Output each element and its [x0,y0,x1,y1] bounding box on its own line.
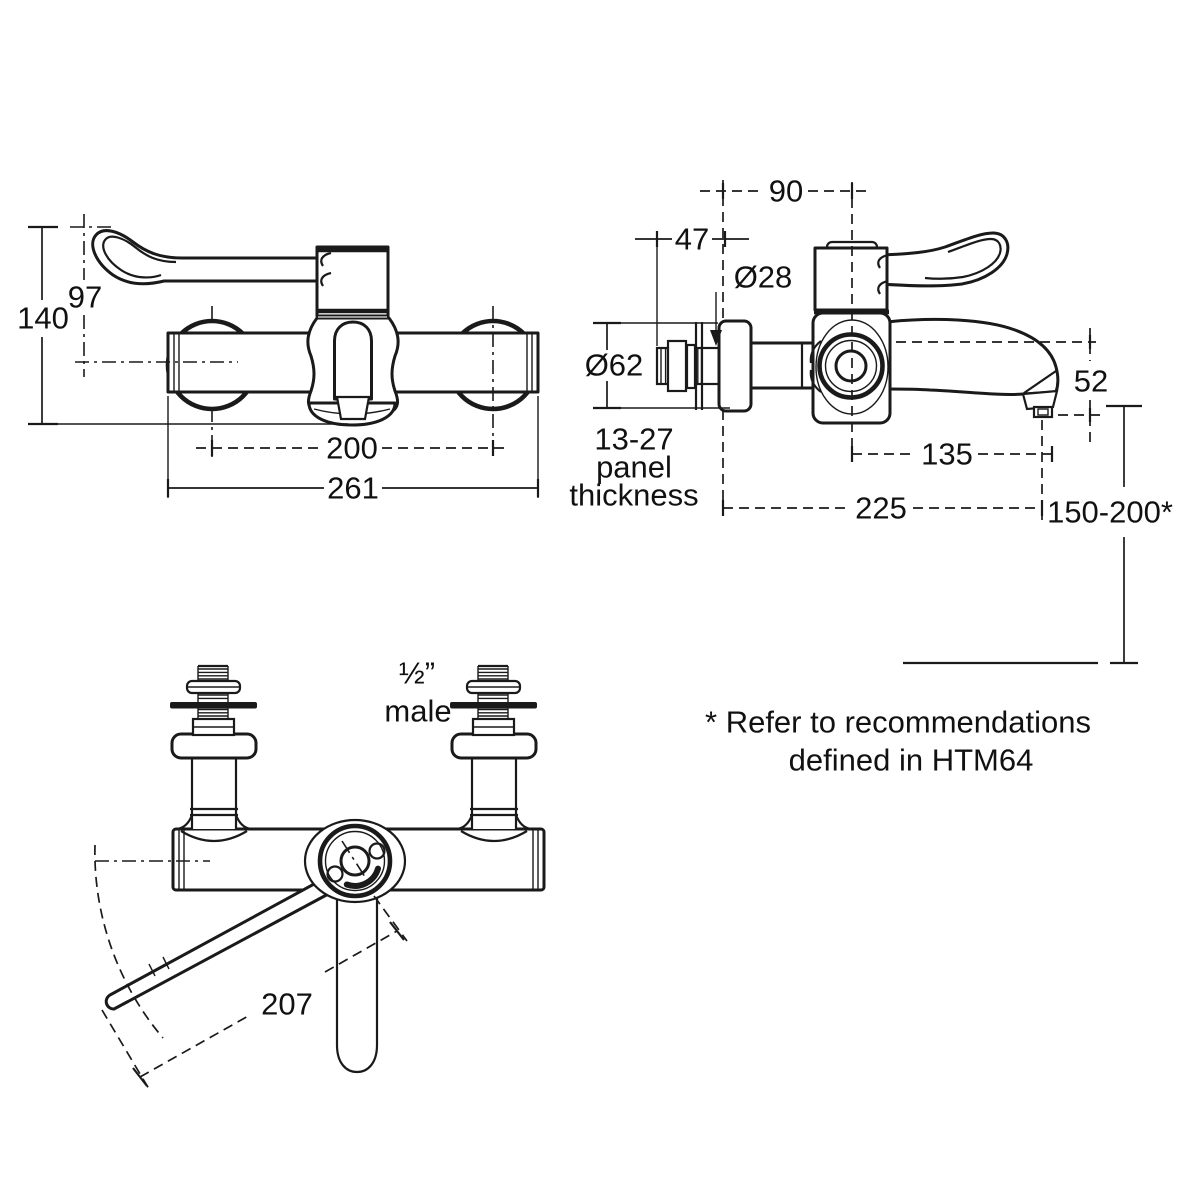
front-lever-handle [91,229,332,286]
dim-207-label: 207 [261,987,313,1022]
footnote: * Refer to recommendations defined in HT… [705,705,1091,778]
dim-200-label: 200 [326,431,378,466]
footnote-line1: * Refer to recommendations [705,705,1091,740]
connection-type-label: male [384,694,451,729]
panel-note-line1: 13-27 [594,422,673,457]
side-view: 90 47 Ø28 Ø62 52 135 225 150-200 [569,174,1173,665]
dim-47-label: 47 [675,222,709,257]
connection-size-label: ½” [399,656,435,691]
plan-inlet-left [168,664,259,843]
side-valve-body [809,240,892,425]
front-spout-assembly [306,316,400,427]
front-dimensions: 140 97 200 261 [17,225,540,506]
dim-90-label: 90 [769,174,803,209]
panel-note-line3: thickness [569,478,698,513]
plan-lever-closed [335,889,379,1074]
side-lever-handle [878,231,1010,288]
front-valve-body [315,245,390,318]
dim-62-label: Ø62 [585,348,644,383]
dim-150-200-label: 150-200* [1047,495,1173,530]
dim-52-label: 52 [1074,364,1108,399]
side-dimensions: 90 47 Ø28 Ø62 52 135 225 150-200 [569,174,1173,665]
dim-97-label: 97 [68,280,102,315]
front-view: 140 97 200 261 [17,214,540,506]
dim-28-label: Ø28 [734,260,793,295]
front-centerlines [70,214,494,458]
dim-261-label: 261 [327,471,379,506]
plan-inlet-right [448,664,539,843]
plan-lever-open [104,875,334,1011]
plan-view: 207 ½” male [94,656,546,1090]
plan-construction-lines [94,844,408,1090]
dim-225-label: 225 [855,491,907,526]
panel-note-line2: panel [596,450,672,485]
plan-valve-boss [303,818,407,904]
plan-labels: 207 ½” male [261,656,451,1022]
dim-140-label: 140 [17,301,69,336]
side-inlet-tail [655,319,817,413]
dim-135-label: 135 [921,437,973,472]
footnote-line2: defined in HTM64 [789,743,1034,778]
side-spout [884,317,1060,419]
